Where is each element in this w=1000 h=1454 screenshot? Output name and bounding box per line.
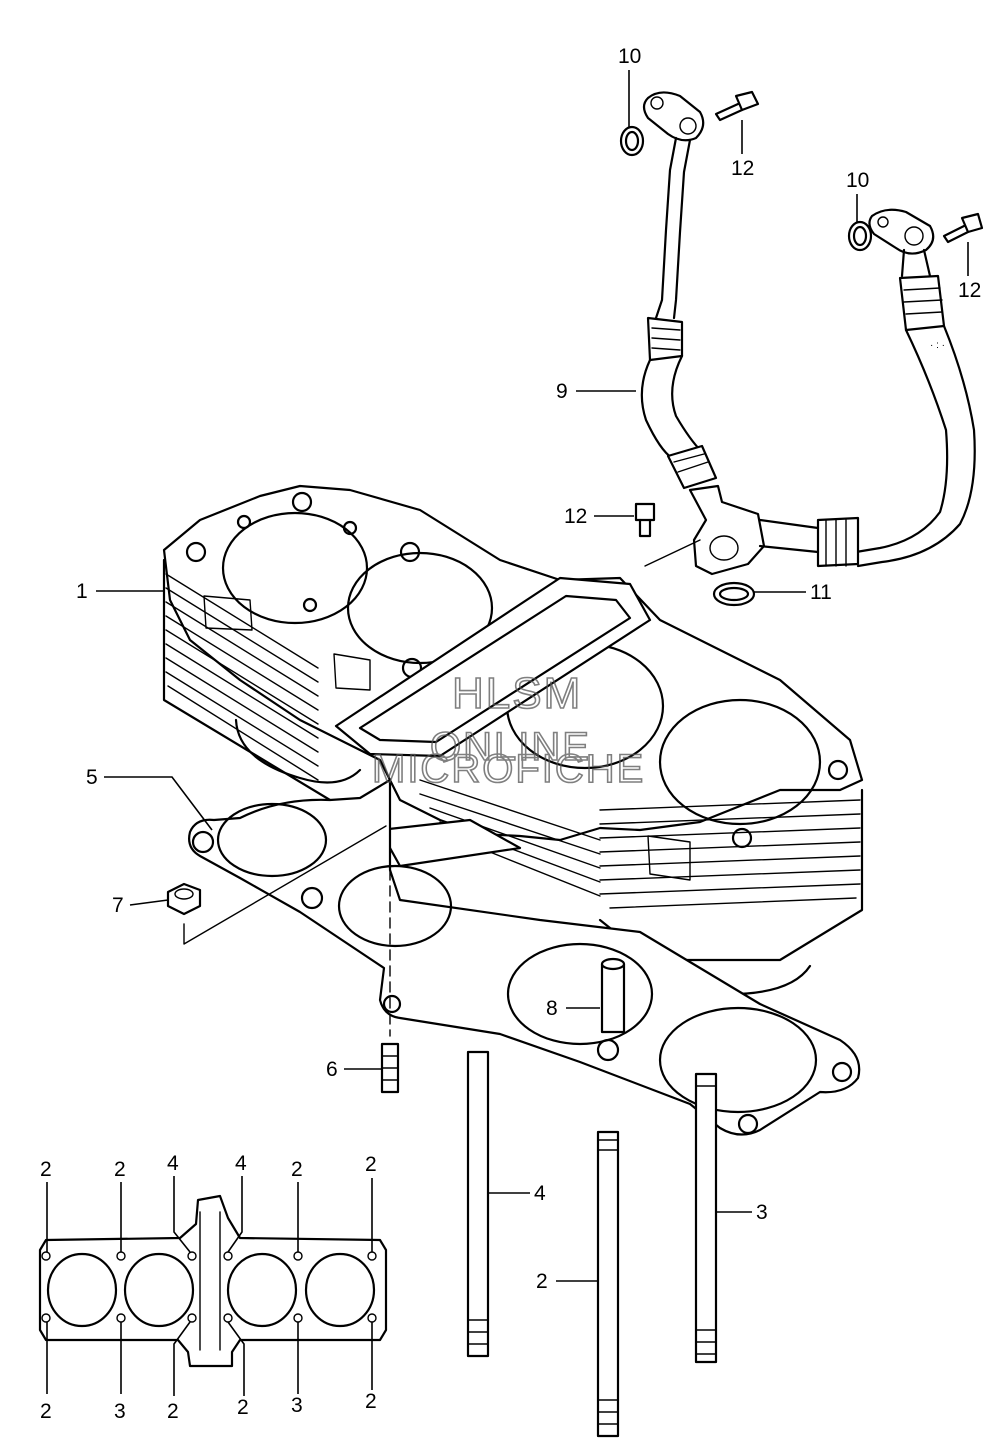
callout-10-left: 10 [618,45,641,68]
o-ring-11 [712,581,756,607]
inset-label-top: 2 [291,1158,303,1181]
callout-1: 1 [76,580,88,603]
inset-label-top: 4 [235,1152,247,1175]
inset-label-top: 2 [40,1158,52,1181]
oil-hose-assembly: · : · [640,91,976,576]
stud-2 [596,1130,620,1438]
leader-lines [96,70,969,1282]
o-ring-10-left [619,125,645,157]
callout-9: 9 [556,380,568,403]
dowel-pin-6 [380,1042,400,1094]
base-gasket [188,778,861,1136]
callout-12-upper: 12 [731,157,754,180]
watermark-line-2: ONLINE [430,725,591,769]
callout-2: 2 [536,1270,548,1293]
inset-label-bottom: 3 [291,1394,303,1417]
callout-12-lower: 12 [564,505,587,528]
inset-label-top: 2 [365,1153,377,1176]
inset-label-top: 2 [114,1158,126,1181]
callout-7: 7 [112,894,124,917]
dowel-pin-8 [600,957,626,1034]
svg-text:· : ·: · : · [930,340,945,351]
bolt-12-lower [634,502,656,538]
callout-3: 3 [756,1201,768,1224]
watermark-line-3: MICROFICHE [372,747,645,791]
callout-4: 4 [534,1182,546,1205]
stud-4 [466,1050,490,1358]
callout-8: 8 [546,997,558,1020]
watermark-line-1: HLSM [452,669,582,718]
bolt-12-right [942,212,984,244]
inset-label-bottom: 3 [114,1400,126,1423]
callout-11: 11 [810,581,832,604]
nut-7 [166,882,202,916]
callout-12-right: 12 [958,279,981,302]
callout-6: 6 [326,1058,338,1081]
callout-5: 5 [86,766,98,789]
stud-location-inset [38,1176,388,1396]
inset-label-top: 4 [167,1152,179,1175]
cylinder-block [162,484,864,996]
stud-3 [694,1072,718,1364]
o-ring-10-right [847,220,873,252]
inset-label-bottom: 2 [365,1390,377,1413]
inset-label-bottom: 2 [237,1396,249,1419]
inset-label-bottom: 2 [167,1400,179,1423]
bolt-12-upper [714,90,760,122]
inset-label-bottom: 2 [40,1400,52,1423]
callout-10-right: 10 [846,169,869,192]
watermark: HLSM ONLINE MICROFICHE [371,668,645,792]
